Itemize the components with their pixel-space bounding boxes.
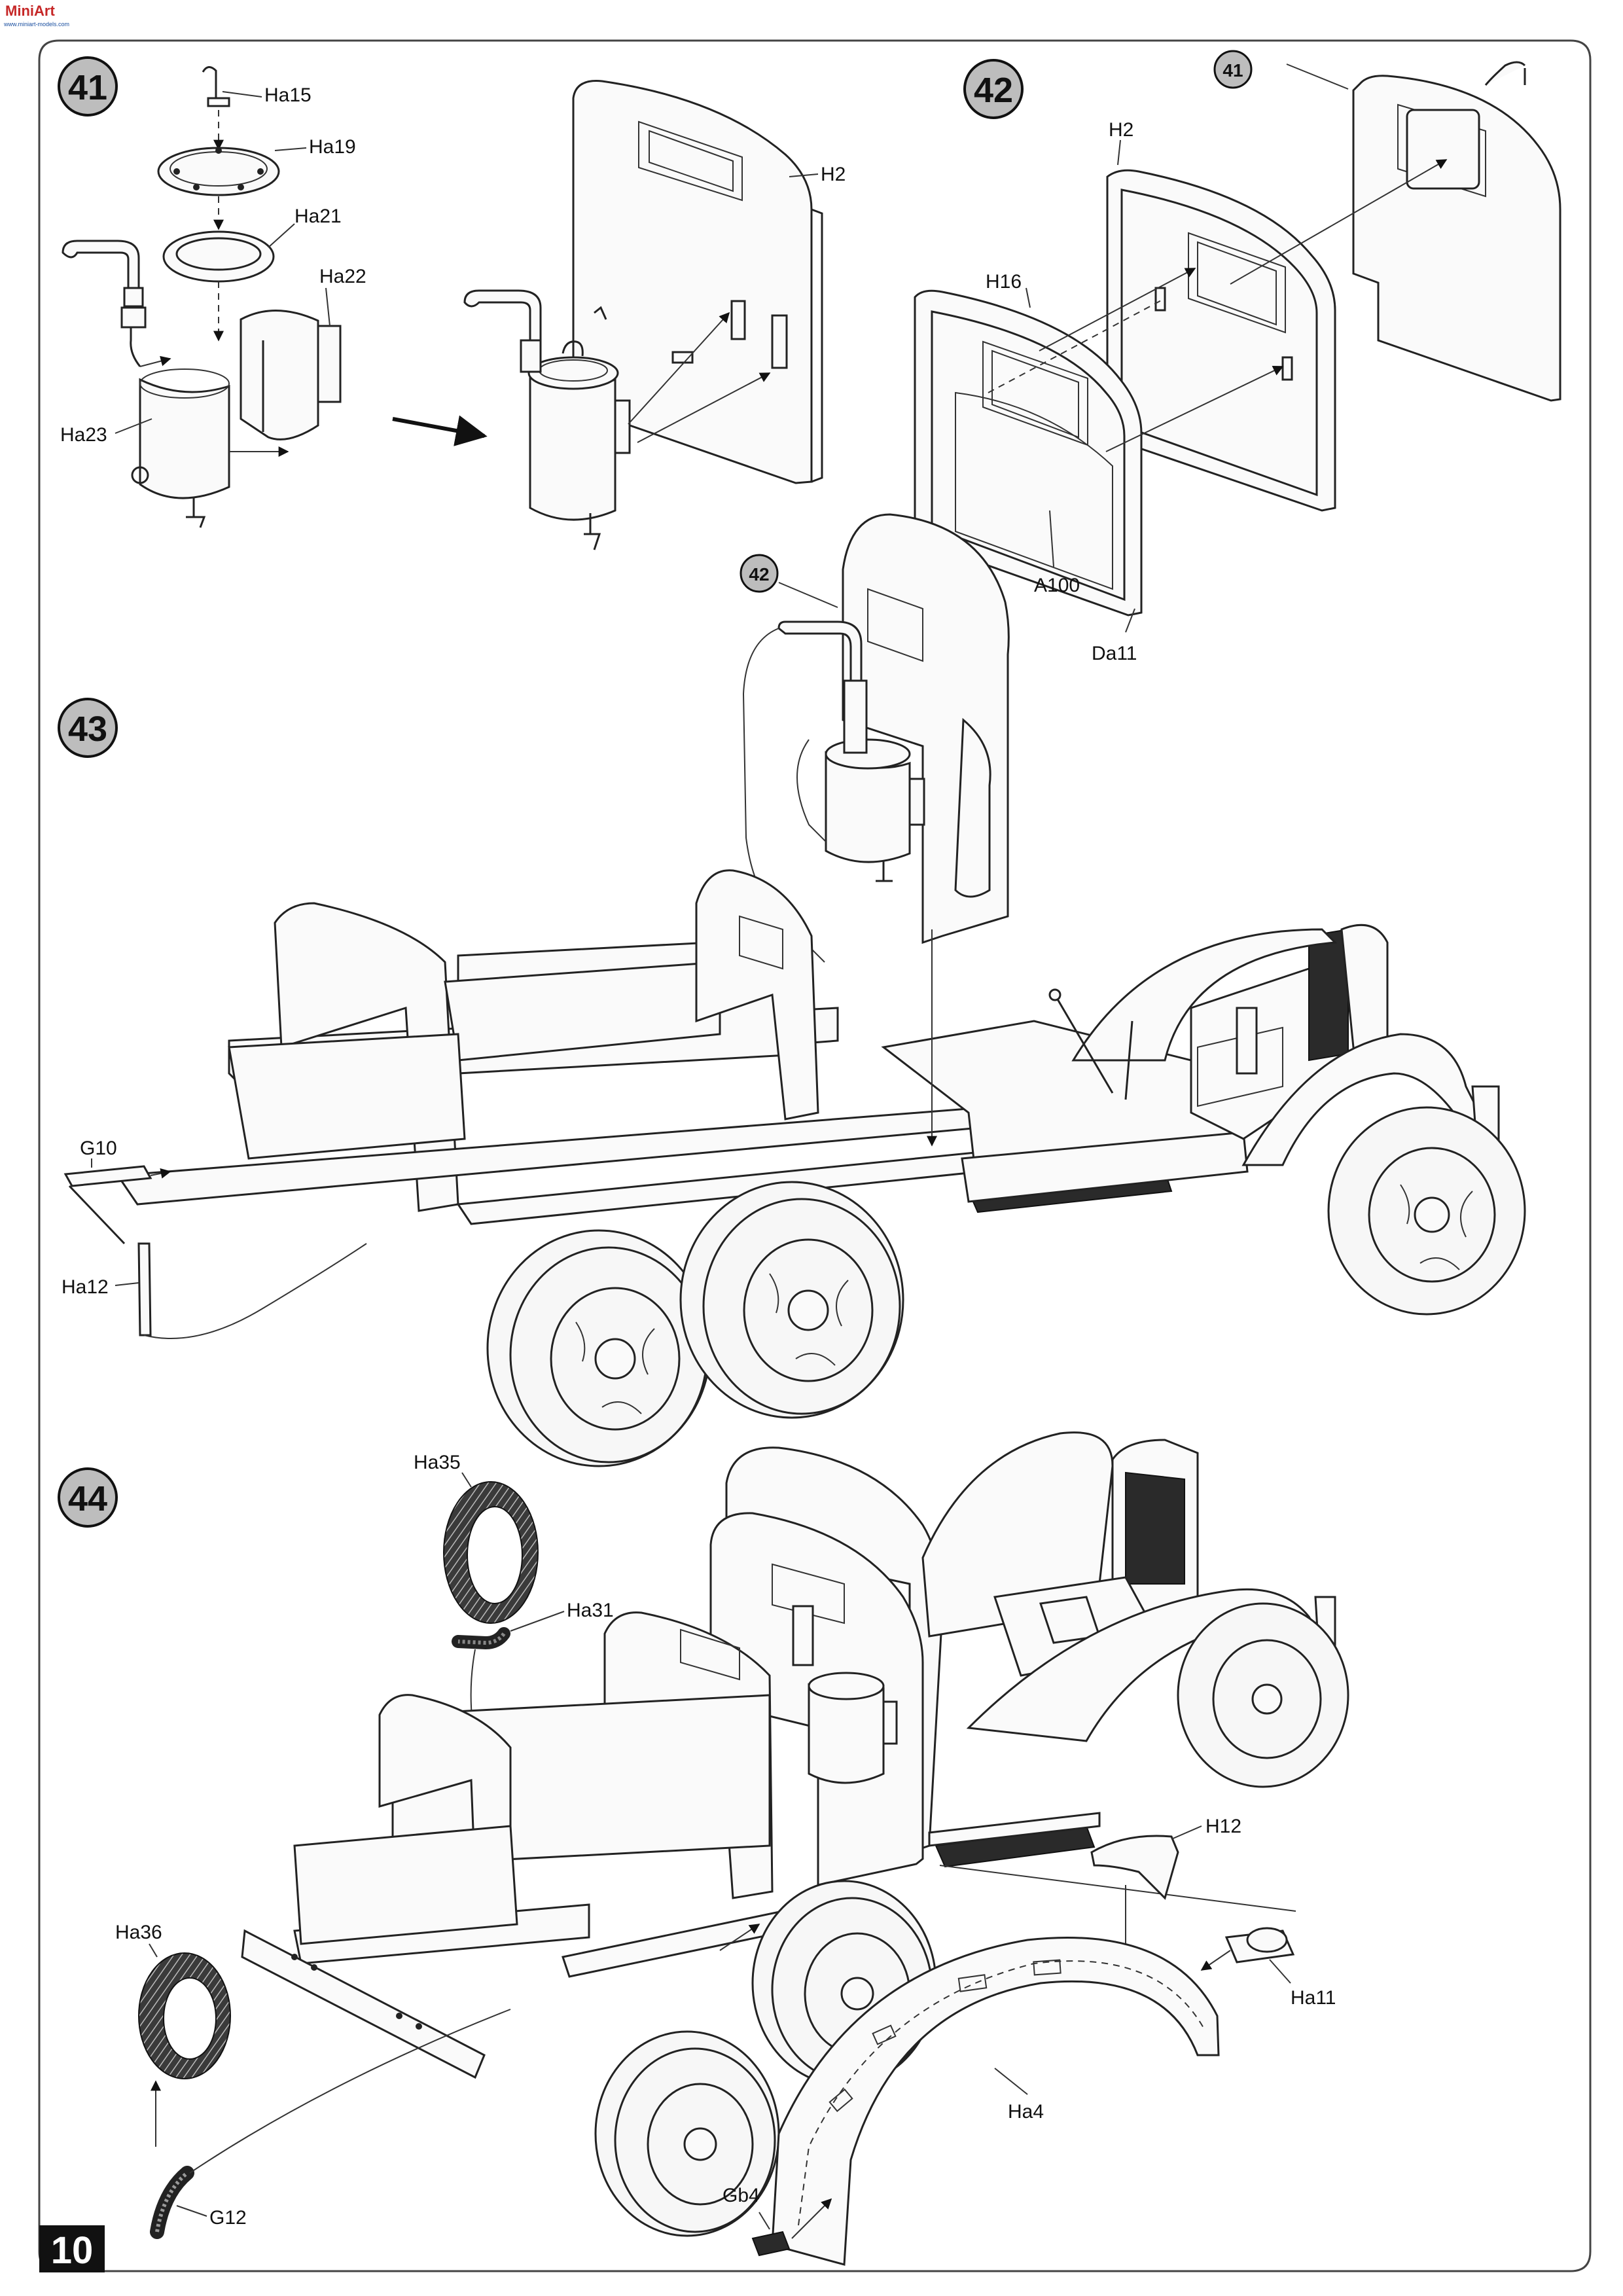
step-44-badge bbox=[58, 1467, 118, 1528]
part-Ha4: Ha4 bbox=[771, 1937, 1220, 2266]
label-H2-step41: H2 bbox=[821, 164, 846, 185]
step-42-badge bbox=[963, 59, 1024, 119]
part-Ha21 bbox=[162, 230, 275, 342]
part-step41-panel bbox=[1352, 61, 1561, 402]
label-Ha36: Ha36 bbox=[115, 1922, 162, 1943]
part-H2-frame: H2 bbox=[1106, 119, 1336, 512]
label-H16: H16 bbox=[986, 271, 1022, 293]
part-Ha36: Ha36 bbox=[115, 1922, 231, 2147]
label-H2-step42: H2 bbox=[1109, 119, 1133, 141]
label-Ha31: Ha31 bbox=[567, 1600, 614, 1621]
step-41-badge bbox=[58, 56, 118, 117]
step-43-badge bbox=[58, 698, 118, 758]
part-Ha19 bbox=[157, 147, 280, 230]
page-number-box: 10 bbox=[39, 2225, 105, 2272]
label-Ha11: Ha11 bbox=[1291, 1987, 1336, 2009]
brand-logo-url: www.miniart-models.com bbox=[3, 21, 69, 27]
label-Ha4: Ha4 bbox=[1008, 2101, 1044, 2123]
label-Ha23: Ha23 bbox=[60, 424, 107, 446]
step-42-ref-number: 41 bbox=[1222, 60, 1243, 81]
step-41: 41 bbox=[58, 56, 846, 550]
label-G12: G12 bbox=[209, 2207, 247, 2229]
truck-chassis-step44 bbox=[241, 1431, 1349, 2237]
step-41-number: 41 bbox=[68, 68, 107, 107]
label-Gb4: Gb4 bbox=[722, 2185, 760, 2206]
part-H16-frame: H16 A100 Da11 bbox=[914, 271, 1143, 664]
label-G10: G10 bbox=[80, 1138, 117, 1159]
part-Ha22 bbox=[240, 310, 342, 440]
brand-logo: MiniArt www.miniart-models.com bbox=[3, 3, 69, 27]
label-Ha35: Ha35 bbox=[414, 1452, 461, 1473]
part-Gb4: Gb4 bbox=[722, 2185, 832, 2257]
label-Ha19: Ha19 bbox=[309, 136, 356, 158]
step-43-number: 43 bbox=[68, 709, 107, 749]
label-Ha21: Ha21 bbox=[294, 206, 342, 227]
part-H12: H12 bbox=[1090, 1816, 1241, 1958]
step-44-number: 44 bbox=[68, 1479, 107, 1518]
step-43-ref-badge bbox=[740, 554, 779, 593]
label-Ha12: Ha12 bbox=[62, 1276, 109, 1298]
page-frame bbox=[38, 39, 1592, 2272]
step-43-ref-number: 42 bbox=[749, 564, 769, 584]
label-H12: H12 bbox=[1205, 1816, 1241, 1837]
label-Ha22: Ha22 bbox=[319, 266, 366, 287]
label-Ha15: Ha15 bbox=[264, 84, 312, 106]
step-42-ref-badge bbox=[1213, 50, 1253, 89]
step-41-assembly-arrow bbox=[392, 415, 488, 446]
part-Ha23 bbox=[62, 240, 289, 528]
truck-chassis-step43: G10 Ha12 bbox=[62, 513, 1526, 1467]
page-number: 10 bbox=[51, 2229, 94, 2272]
step-43: 43 42 bbox=[58, 513, 1526, 1467]
brand-logo-text: MiniArt bbox=[5, 3, 55, 19]
part-Ha35: Ha35 bbox=[414, 1452, 539, 1624]
part-Ha15 bbox=[202, 66, 230, 151]
label-Da11: Da11 bbox=[1092, 643, 1137, 664]
step-42-number: 42 bbox=[974, 71, 1013, 110]
part-H2-assembly: H2 bbox=[463, 80, 846, 550]
step-42: 42 41 H2 bbox=[914, 50, 1561, 664]
part-G12: G12 bbox=[150, 2009, 511, 2239]
label-A100: A100 bbox=[1034, 575, 1080, 596]
step-44: 44 Ha35 Ha31 bbox=[58, 1431, 1349, 2266]
part-Ha11: Ha11 bbox=[1200, 1927, 1336, 2009]
